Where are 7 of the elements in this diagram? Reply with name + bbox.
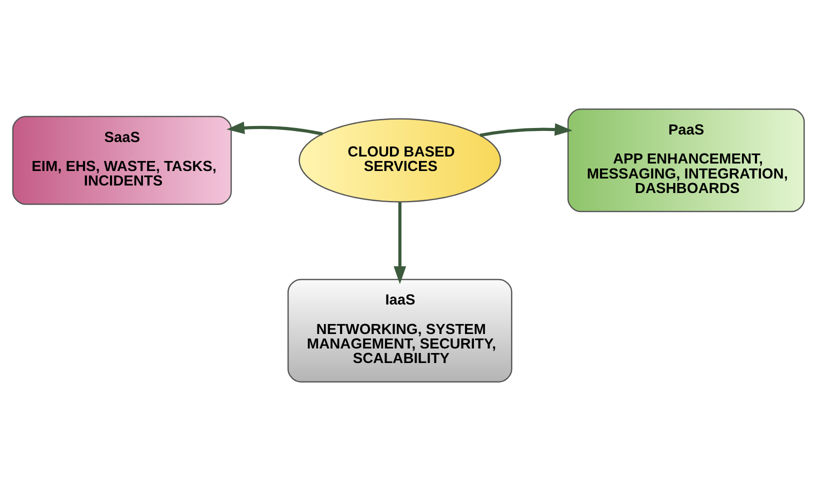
arrow [226,122,323,136]
arrow [480,123,573,137]
node-box: IaaS NETWORKING, SYSTEM MANAGEMENT, SECURITY, SCALABILITY [287,278,512,382]
node-box: PaaS APP ENHANCEMENT, MESSAGING, INTEGRATION, DASHBOARDS [567,108,805,212]
node-ellipse: CLOUD BASED SERVICES [298,118,502,202]
node-box: SaaS EIM, EHS, WASTE, TASKS, INCIDENTS [12,116,232,205]
arrow [394,202,406,284]
